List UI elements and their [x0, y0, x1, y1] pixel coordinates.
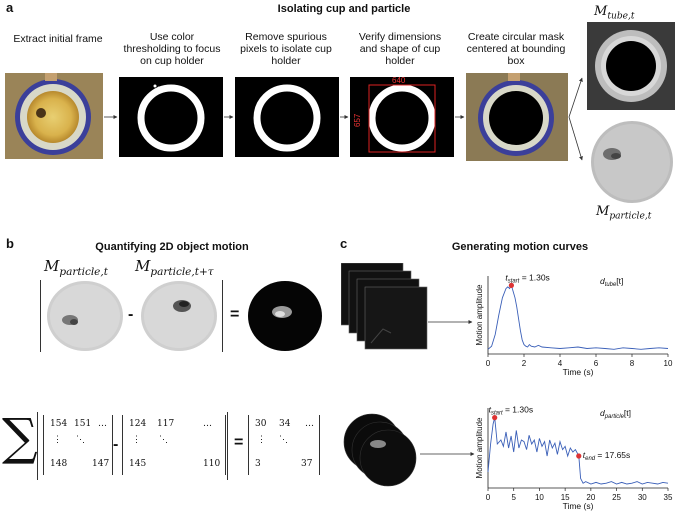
matrix-2-cell: 117: [157, 419, 175, 429]
bbox-height-label: 657: [353, 113, 362, 127]
panel-a-arrows: [104, 77, 583, 161]
matrix-3-cell: 3: [255, 459, 261, 469]
matrix-3-cell: 37: [301, 459, 313, 469]
matrix-2: 124 117 … ⋮ ⋱ 145 110: [122, 415, 226, 475]
threshold-image: [119, 77, 223, 157]
y-axis-label: Motion amplitude: [475, 284, 484, 345]
bounding-box-image: 640 657: [350, 77, 454, 157]
end-annotation: tend = 17.65s: [583, 450, 631, 462]
step-label-5: Create circular mask centered at boundin…: [466, 31, 566, 67]
x-tick-label: 4: [558, 359, 563, 368]
matrix-equals-sign: =: [234, 434, 244, 451]
matrix-3-cell: ⋱: [279, 435, 288, 445]
matrix-abs-left: [37, 412, 38, 480]
m-tube-label: Mtube,t: [594, 4, 635, 22]
matrix-2-cell: ⋮: [132, 435, 141, 445]
x-tick-label: 5: [511, 493, 516, 502]
matrix-1-cell: 147: [92, 459, 110, 469]
end-marker: [576, 453, 582, 459]
matrix-1-cell: 154: [50, 419, 68, 429]
start-marker: [492, 415, 498, 421]
x-tick-label: 10: [664, 359, 673, 368]
m-particle-label: Mparticle,t: [596, 204, 652, 222]
equals-sign: =: [230, 306, 240, 323]
panel-letter-a: a: [6, 0, 14, 15]
matrix-3-cell: 30: [255, 419, 267, 429]
particle-mask-image: [591, 121, 673, 203]
frame-t-image: [47, 281, 123, 351]
panel-a-title: Isolating cup and particle: [277, 3, 411, 15]
matrix-1: 154 151 … ⋮ ⋱ 148 147: [43, 415, 113, 475]
initial-frame-image: [5, 73, 103, 159]
x-tick-label: 30: [638, 493, 647, 502]
matrix-3-cell: …: [305, 419, 314, 429]
frame-t-tau-image: [141, 281, 217, 351]
cleaned-mask-image: [235, 77, 339, 157]
abs-bar-left: [40, 280, 41, 352]
start-annotation: tstart = 1.30s: [489, 405, 533, 417]
matrix-1-cell: ⋱: [76, 435, 85, 445]
bbox-width-label: 640: [392, 77, 406, 85]
x-tick-label: 20: [586, 493, 595, 502]
particle-frame-stack: [343, 413, 417, 487]
matrix-2-cell: 124: [129, 419, 147, 429]
motion-curve-line: [487, 417, 669, 485]
matrix-3-cell: ⋮: [257, 435, 266, 445]
matrix-2-cell: ⋱: [159, 435, 168, 445]
panel-c-title: Generating motion curves: [451, 241, 589, 253]
x-axis-label: Time (s): [563, 367, 594, 377]
x-tick-label: 6: [594, 359, 599, 368]
matrix-1-cell: ⋮: [53, 435, 62, 445]
matrix-3: 30 34 … ⋮ ⋱ 3 37: [248, 415, 320, 475]
matrix-3-cell: 34: [279, 419, 291, 429]
matrix-1-cell: 148: [50, 459, 68, 469]
difference-image: [248, 281, 322, 351]
step-label-4: Verify dimensions and shape of cup holde…: [358, 31, 442, 67]
matrix-2-cell: 145: [129, 459, 147, 469]
matrix-2-cell: …: [203, 419, 212, 429]
x-axis-label: Time (s): [563, 501, 594, 511]
m-particle-t-label: Mparticle,t: [44, 257, 108, 278]
x-tick-label: 10: [535, 493, 544, 502]
x-tick-label: 25: [612, 493, 621, 502]
x-tick-label: 0: [486, 493, 491, 502]
matrix-2-cell: 110: [203, 459, 221, 469]
x-tick-label: 2: [522, 359, 527, 368]
sum-symbol: ∑: [2, 408, 38, 466]
panel-letter-b: b: [6, 236, 14, 251]
tube-frame-stack: [341, 263, 428, 350]
minus-sign: -: [128, 306, 134, 323]
step-label-1: Extract initial frame: [13, 33, 103, 45]
start-marker: [508, 282, 514, 288]
matrix-abs-right: [227, 412, 228, 480]
x-tick-label: 0: [486, 359, 491, 368]
matrix-1-cell: …: [98, 419, 107, 429]
abs-bar-right: [222, 280, 223, 352]
start-annotation: tstart = 1.30s: [505, 272, 549, 284]
y-axis-label: Motion amplitude: [475, 417, 484, 478]
step-label-2: Use color thresholding to focus on cup h…: [123, 31, 221, 67]
step-label-3: Remove spurious pixels to isolate cup ho…: [240, 31, 332, 67]
series-label: dtube[t]: [600, 276, 623, 288]
x-tick-label: 15: [561, 493, 570, 502]
panel-b-title: Quantifying 2D object motion: [95, 241, 249, 253]
motion-curve-line: [487, 284, 669, 350]
tube-mask-image: [587, 22, 675, 110]
series-label: dparticle[t]: [600, 408, 631, 420]
matrix-1-cell: 151: [74, 419, 92, 429]
m-particle-t-tau-label: Mparticle,t+τ: [135, 257, 214, 278]
matrix-minus-sign: -: [113, 436, 119, 453]
masked-frame-image: [466, 73, 568, 161]
x-tick-label: 8: [630, 359, 635, 368]
panel-letter-c: c: [340, 236, 348, 251]
x-tick-label: 35: [664, 493, 673, 502]
